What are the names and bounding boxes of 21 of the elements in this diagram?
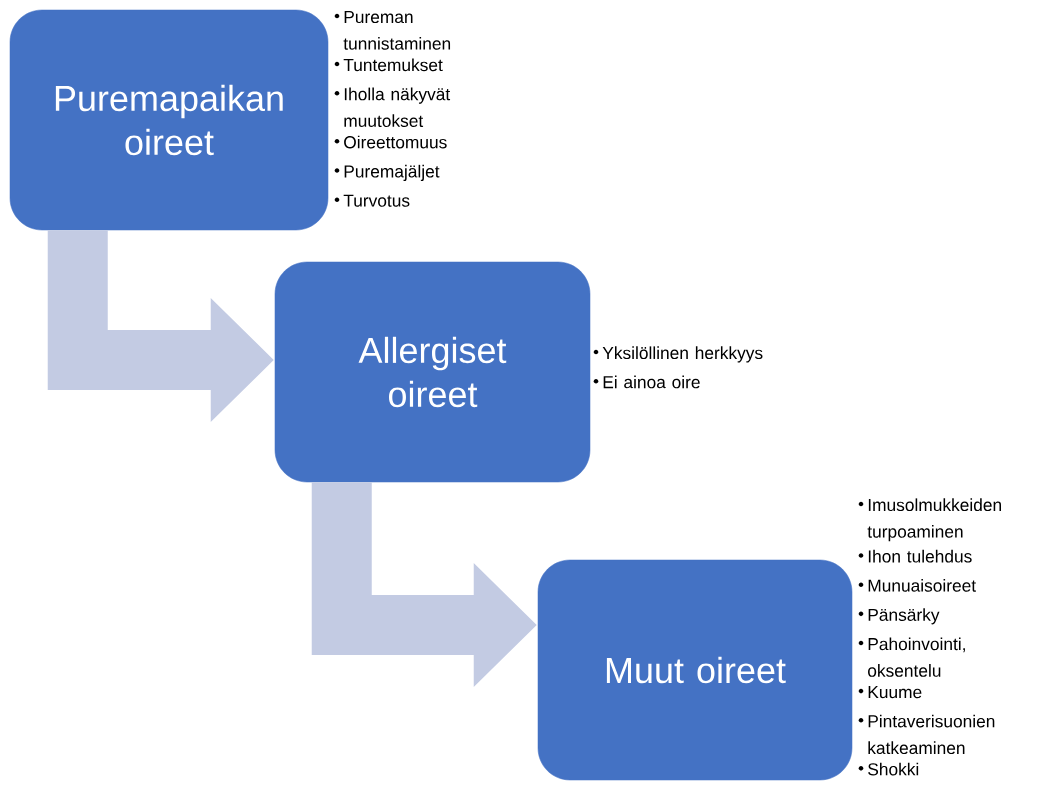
rounded-box: Allergiset oireet	[274, 261, 591, 483]
list-item: Oireettomuus	[344, 135, 447, 149]
list-item: Munuaisoireet	[868, 579, 976, 592]
rounded-box: Puremapaikan oireet	[9, 9, 329, 231]
list-item: Puremajäljet	[344, 164, 440, 181]
list-item: Ihon tulehdus	[868, 549, 972, 563]
rounded-box: Muut oireet	[537, 559, 853, 781]
list-item: Pintaverisuonien katkeaminen	[868, 714, 995, 755]
list-item: Shokki	[868, 762, 919, 776]
list-item: Kuume	[868, 686, 922, 699]
bent-arrow	[311, 482, 537, 687]
list-item: Tuntemukset	[343, 58, 443, 72]
list-item: Ei ainoa oire	[603, 375, 700, 389]
list-item: Pänsärky	[868, 608, 940, 625]
list-item: Turvotus	[343, 194, 410, 207]
list-item: Imusolmukkeiden turpoaminen	[867, 498, 1001, 542]
list-item: Yksilöllinen herkkyys	[602, 346, 763, 363]
bent-arrow	[47, 230, 274, 422]
list-item: Pahoinvointi, oksentelu	[868, 637, 965, 677]
list-item: Pureman tunnistaminen	[343, 11, 451, 50]
list-item: Iholla näkyvät muutokset	[344, 87, 451, 127]
